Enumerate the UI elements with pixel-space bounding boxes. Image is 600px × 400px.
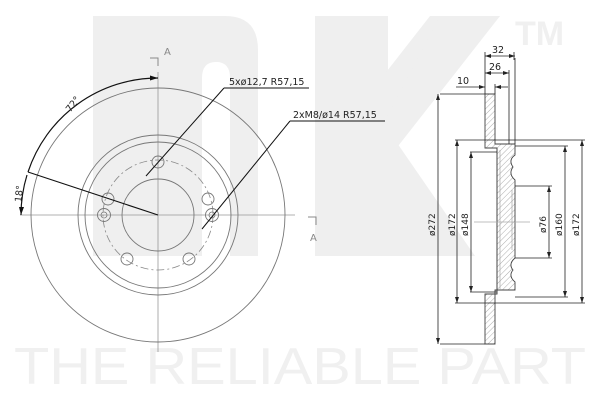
dim-disc-thickness: 10 [457,76,469,87]
arrowhead [19,207,24,215]
threaded-hole [205,208,219,222]
dim-hat-outer-right: ø172 [572,213,582,236]
thread-callout-leader [201,120,291,230]
section-marker-right [308,216,317,225]
section-label-bottom: A [310,233,317,244]
section-view [436,52,585,345]
bolt-hole [151,155,165,169]
threaded-hole-inner [100,211,108,219]
hat-outer-ring [77,134,239,296]
outer-disc-circle [30,87,286,343]
dim-bolt-area: ø160 [555,213,565,236]
threaded-hole [97,208,111,222]
arrowhead [150,75,158,81]
dim-hat-outer-left: ø172 [448,213,458,236]
dim-outer-diameter: ø272 [428,213,438,236]
section-label-top: A [164,47,171,58]
dim-hat-depth: 26 [489,62,501,73]
angle-72-label: 72° [64,95,83,115]
trademark-watermark: TM [515,15,564,53]
angle-18-label: 18° [13,185,26,203]
tagline-watermark: THE RELIABLE PART [14,338,586,396]
threaded-hole-inner [208,211,216,219]
bolt-hole-callout: 5xø12,7 R57,15 [229,77,304,88]
bolt-hole [101,192,115,206]
bolt-hole [201,192,215,206]
angle-radial-leader [27,171,159,216]
dim-hat-inner: ø148 [461,213,471,236]
bolt-hole [120,252,134,266]
center-bore-circle [121,178,195,252]
dim-overall-width: 32 [492,45,504,56]
section-marker-top [150,57,159,66]
bolt-hole [182,252,196,266]
nk-watermark-logo [93,16,500,256]
threaded-hole-callout: 2xM8/ø14 R57,15 [293,110,377,121]
bolt-callout-leader [145,87,225,177]
dim-center-bore: ø76 [539,216,549,233]
front-view [19,57,385,352]
hat-inner-ring [84,141,232,289]
angle-72-arc [27,77,159,173]
